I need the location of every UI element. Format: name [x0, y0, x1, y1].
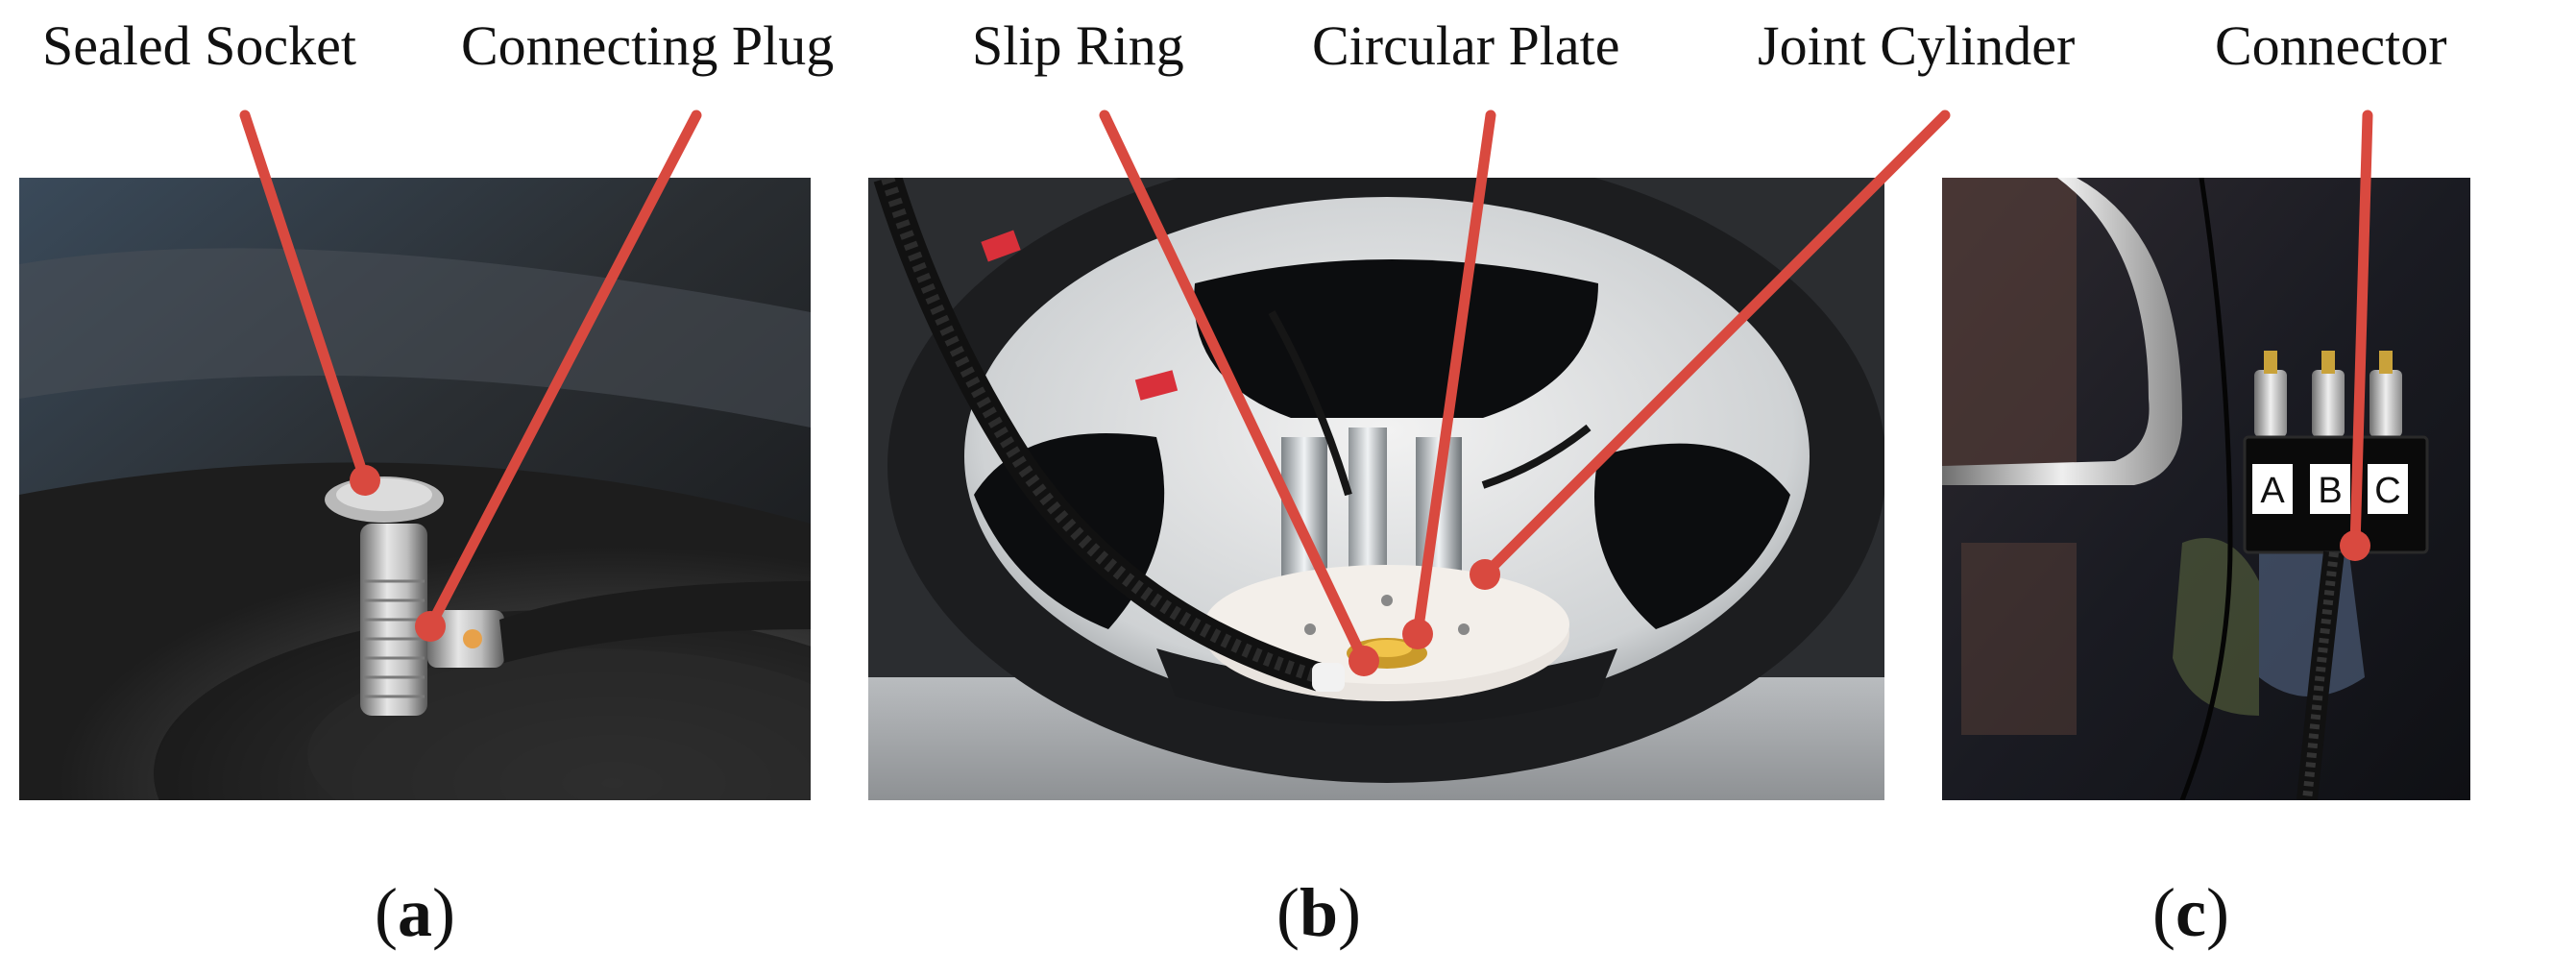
car-connector-photo: A B C — [1942, 178, 2470, 800]
caption-b: (b) — [1276, 874, 1362, 951]
caption-a: (a) — [375, 874, 455, 951]
caption-c: (c) — [2152, 874, 2229, 951]
label-slip-ring: Slip Ring — [972, 14, 1184, 77]
label-connecting-plug: Connecting Plug — [461, 14, 835, 77]
photo-panel-a — [19, 178, 811, 800]
connector-letter-a: A — [2260, 471, 2285, 511]
label-circular-plate: Circular Plate — [1312, 14, 1620, 77]
label-connector: Connector — [2215, 14, 2447, 77]
wheel-slip-ring-photo — [868, 178, 1884, 800]
connector-letter-b: B — [2318, 471, 2342, 511]
photo-panel-c: A B C — [1942, 178, 2470, 800]
connector-letter-c: C — [2374, 471, 2400, 511]
tyre-socket-photo — [19, 178, 811, 800]
label-sealed-socket: Sealed Socket — [42, 14, 356, 77]
photo-panel-b — [868, 178, 1884, 800]
label-joint-cylinder: Joint Cylinder — [1758, 14, 2076, 77]
